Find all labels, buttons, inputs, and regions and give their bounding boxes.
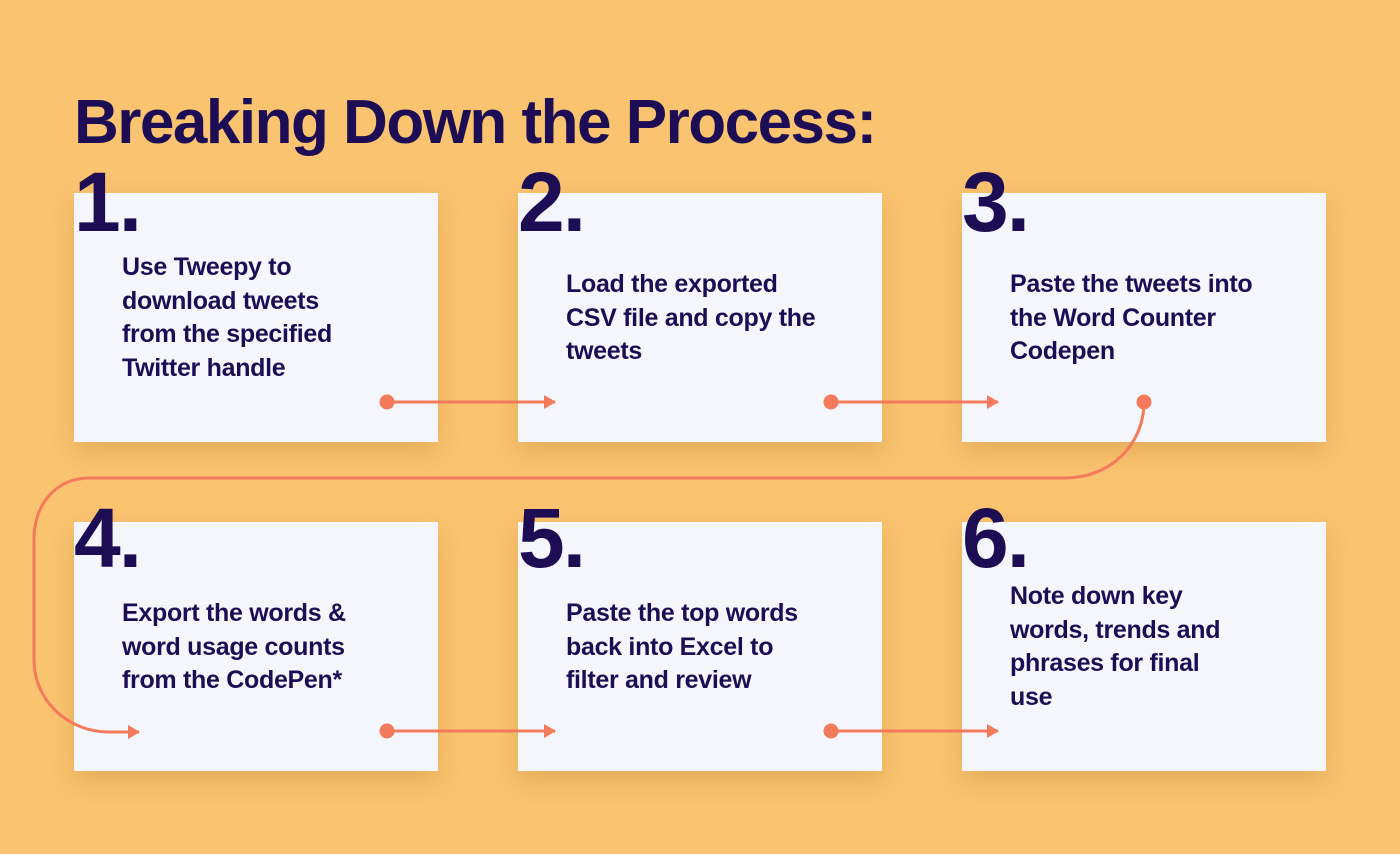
step-number-5: 5. xyxy=(518,491,586,585)
step-number-6: 6. xyxy=(962,491,1030,585)
connector-1-to-2 xyxy=(379,394,556,410)
step-card-6 xyxy=(962,522,1326,771)
page-title: Breaking Down the Process: xyxy=(74,87,877,157)
step-description-3: Paste the tweets into the Word Counter C… xyxy=(1010,270,1253,365)
connector-arrow xyxy=(32,401,1146,739)
step-number-1: 1. xyxy=(74,155,142,249)
connector-4-to-5 xyxy=(379,723,556,739)
step-card-5 xyxy=(518,522,882,771)
step-description-6: Note down key words, trends and phrases … xyxy=(1010,582,1221,711)
step-description-1: Use Tweepy to download tweets from the s… xyxy=(122,253,332,382)
step-card-1 xyxy=(74,193,438,442)
step-number-4: 4. xyxy=(74,491,142,585)
connector-2-to-3 xyxy=(823,394,999,410)
connector-3-to-4 xyxy=(32,394,1152,739)
step-description-5: Paste the top words back into Excel to f… xyxy=(566,599,798,694)
connector-5-to-6 xyxy=(823,723,999,739)
step-card-2 xyxy=(518,193,882,442)
step-description-2: Load the exported CSV file and copy the … xyxy=(566,270,816,365)
step-number-2: 2. xyxy=(518,155,586,249)
step-number-3: 3. xyxy=(962,155,1030,249)
step-description-4: Export the words & word usage counts fro… xyxy=(122,599,346,694)
